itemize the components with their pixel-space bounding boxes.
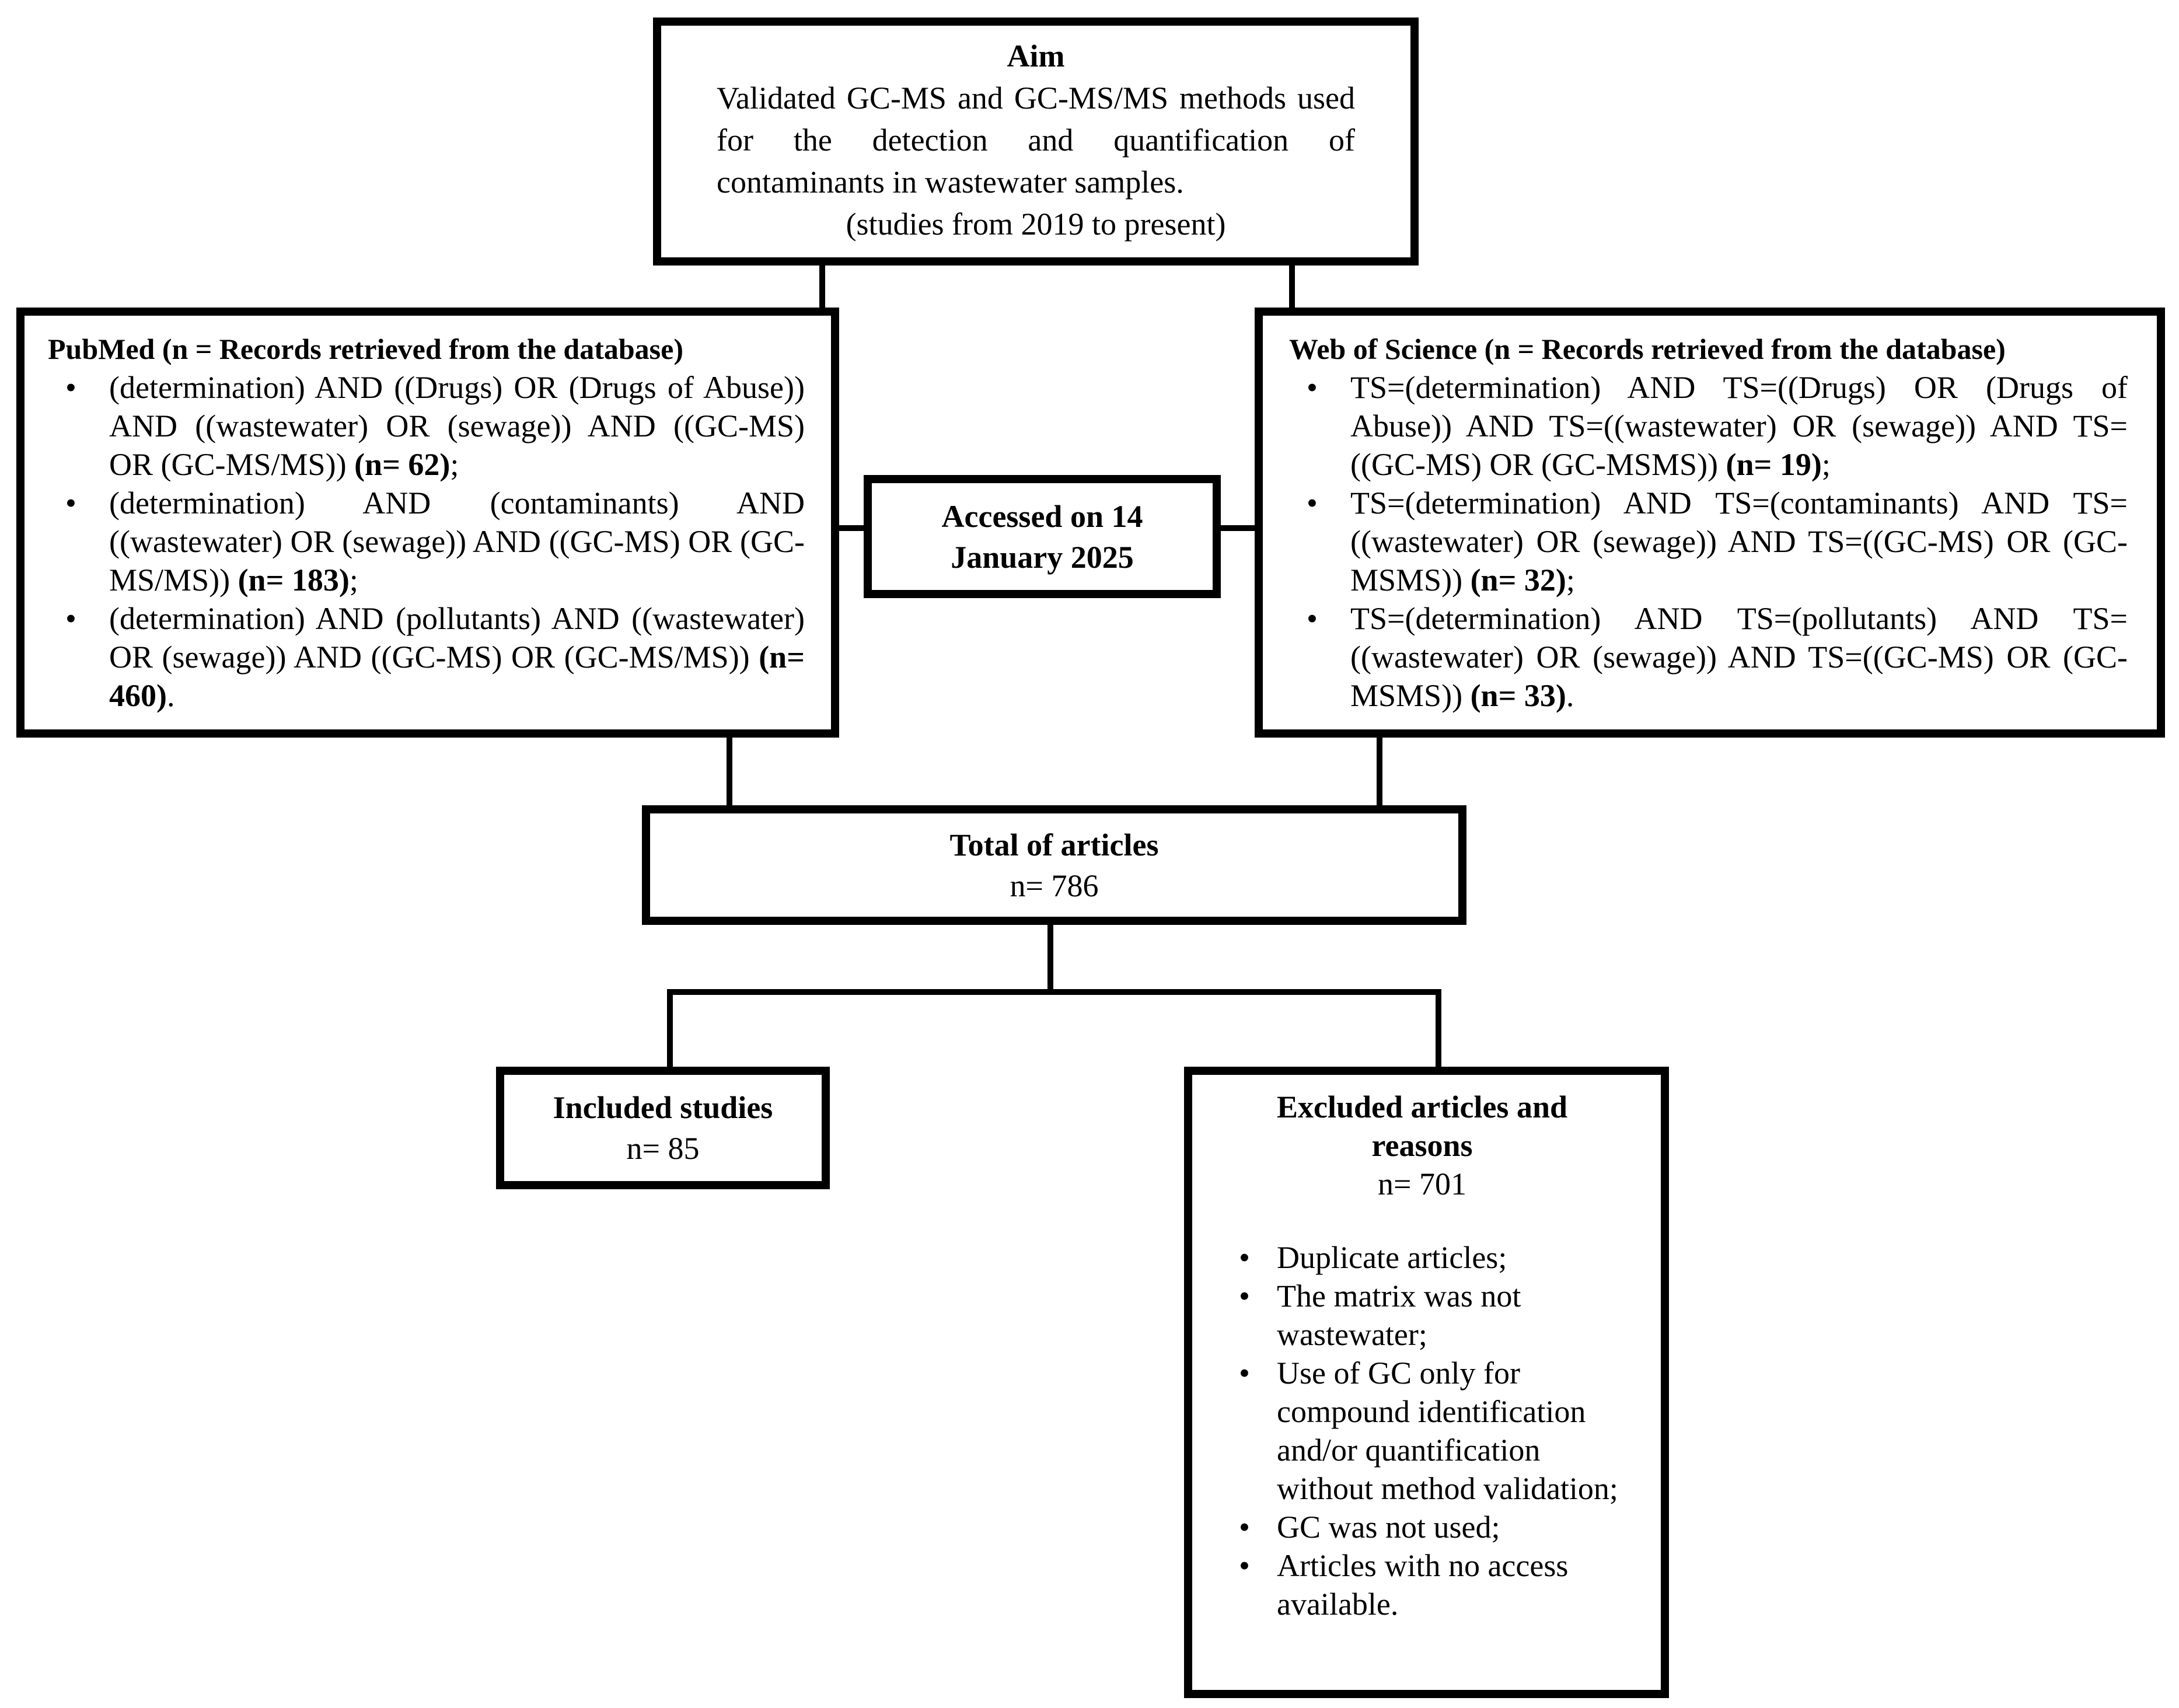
web-of-science-box: Web of Science (n = Records retrieved fr… <box>1255 308 2165 738</box>
connector-pubmed-to-total <box>727 736 732 806</box>
total-title: Total of articles <box>949 827 1159 862</box>
aim-note: (studies from 2019 to present) <box>846 207 1226 242</box>
accessed-line-2: January 2025 <box>951 539 1134 575</box>
bullet-icon: • <box>1239 1356 1250 1391</box>
pubmed-box: PubMed (n = Records retrieved from the d… <box>16 308 839 738</box>
pubmed-query-item: • (determination) AND (contaminants) AND … <box>48 484 805 599</box>
aim-box: Aim Validated GC-MS and GC-MS/MS methods… <box>653 18 1419 266</box>
excluded-title-line-1: Excluded articles and <box>1276 1089 1568 1124</box>
query-text: TS=(determination) AND TS=((Drugs) OR (D… <box>1350 370 2128 482</box>
total-articles-box: Total of articles n= 786 <box>642 805 1466 925</box>
connector-aim-to-wos <box>1289 264 1295 309</box>
bullet-icon: • <box>1307 370 1318 405</box>
wos-query-list: • TS=(determination) AND TS=((Drugs) OR (… <box>1289 368 2128 715</box>
connector-split-to-included <box>667 992 673 1067</box>
exclusion-reason-list: • Duplicate articles; • The matrix was not… <box>1218 1238 1626 1623</box>
included-title: Included studies <box>553 1090 773 1125</box>
query-tail: ; <box>450 447 459 482</box>
exclusion-reason-item: • GC was not used; <box>1218 1508 1626 1546</box>
aim-body-text: Validated GC-MS and GC-MS/MS methods use… <box>717 81 1355 200</box>
pubmed-query-item: • (determination) AND ((Drugs) OR (Drugs … <box>48 368 805 484</box>
excluded-count: n= 701 <box>1378 1166 1466 1201</box>
pubmed-query-list: • (determination) AND ((Drugs) OR (Drugs … <box>48 368 805 715</box>
bullet-icon: • <box>1307 485 1318 521</box>
query-count: (n= 183) <box>238 563 350 598</box>
wos-query-item: • TS=(determination) AND TS=(pollutants) … <box>1289 599 2128 715</box>
query-text: (determination) AND (pollutants) AND ((w… <box>109 601 805 675</box>
exclusion-reason-item: • Use of GC only for compound identificat… <box>1218 1354 1626 1508</box>
bullet-icon: • <box>65 370 76 405</box>
connector-accessed-to-wos <box>1220 525 1256 531</box>
wos-query-item: • TS=(determination) AND TS=(contaminants… <box>1289 484 2128 599</box>
connector-split-horizontal <box>667 989 1441 995</box>
query-tail: ; <box>1566 563 1575 598</box>
query-tail: ; <box>349 563 358 598</box>
bullet-icon: • <box>1239 1279 1250 1314</box>
connector-pubmed-to-accessed <box>838 525 865 531</box>
total-count: n= 786 <box>1010 868 1099 903</box>
exclusion-reason-item: • The matrix was not wastewater; <box>1218 1277 1626 1354</box>
exclusion-reason-item: • Duplicate articles; <box>1218 1238 1626 1277</box>
query-count: (n= 32) <box>1470 563 1566 598</box>
reason-text: GC was not used; <box>1277 1510 1500 1545</box>
query-count: (n= 33) <box>1470 678 1566 713</box>
connector-total-to-split <box>1047 924 1053 995</box>
reason-text: Duplicate articles; <box>1277 1240 1507 1275</box>
accessed-line-1: Accessed on 14 <box>941 498 1143 534</box>
accessed-date-box: Accessed on 14 January 2025 <box>864 475 1221 598</box>
reason-text: Use of GC only for compound identificati… <box>1277 1356 1618 1506</box>
aim-title: Aim <box>1007 39 1065 74</box>
query-tail: . <box>1566 678 1574 713</box>
query-count: (n= 460) <box>109 640 805 713</box>
pubmed-query-item: • (determination) AND (pollutants) AND ((… <box>48 599 805 715</box>
bullet-icon: • <box>1239 1240 1250 1275</box>
bullet-icon: • <box>1239 1548 1250 1583</box>
connector-aim-to-pubmed <box>819 264 825 309</box>
reason-text: Articles with no access available. <box>1277 1548 1569 1622</box>
query-text: (determination) AND (contaminants) AND (… <box>109 485 805 598</box>
wos-title: Web of Science (n = Records retrieved fr… <box>1289 333 2006 365</box>
query-tail: . <box>166 678 175 713</box>
excluded-articles-box: Excluded articles and reasons n= 701 • Du… <box>1184 1067 1669 1698</box>
included-studies-box: Included studies n= 85 <box>496 1067 830 1189</box>
wos-query-item: • TS=(determination) AND TS=((Drugs) OR (… <box>1289 368 2128 484</box>
query-text: TS=(determination) AND TS=(pollutants) A… <box>1350 601 2128 713</box>
query-count: (n= 19) <box>1726 447 1822 482</box>
included-count: n= 85 <box>626 1131 700 1166</box>
excluded-title-line-2: reasons <box>1371 1128 1473 1163</box>
bullet-icon: • <box>1239 1510 1250 1545</box>
reason-text: The matrix was not wastewater; <box>1277 1279 1521 1352</box>
pubmed-title: PubMed (n = Records retrieved from the d… <box>48 333 683 365</box>
exclusion-reason-item: • Articles with no access available. <box>1218 1546 1626 1623</box>
query-text: TS=(determination) AND TS=(contaminants)… <box>1350 485 2128 598</box>
query-tail: ; <box>1821 447 1831 482</box>
query-count: (n= 62) <box>354 447 451 482</box>
query-text: (determination) AND ((Drugs) OR (Drugs o… <box>109 370 805 482</box>
bullet-icon: • <box>65 601 76 636</box>
bullet-icon: • <box>1307 601 1318 636</box>
connector-wos-to-total <box>1377 736 1382 806</box>
bullet-icon: • <box>65 485 76 521</box>
connector-split-to-excluded <box>1436 992 1441 1067</box>
